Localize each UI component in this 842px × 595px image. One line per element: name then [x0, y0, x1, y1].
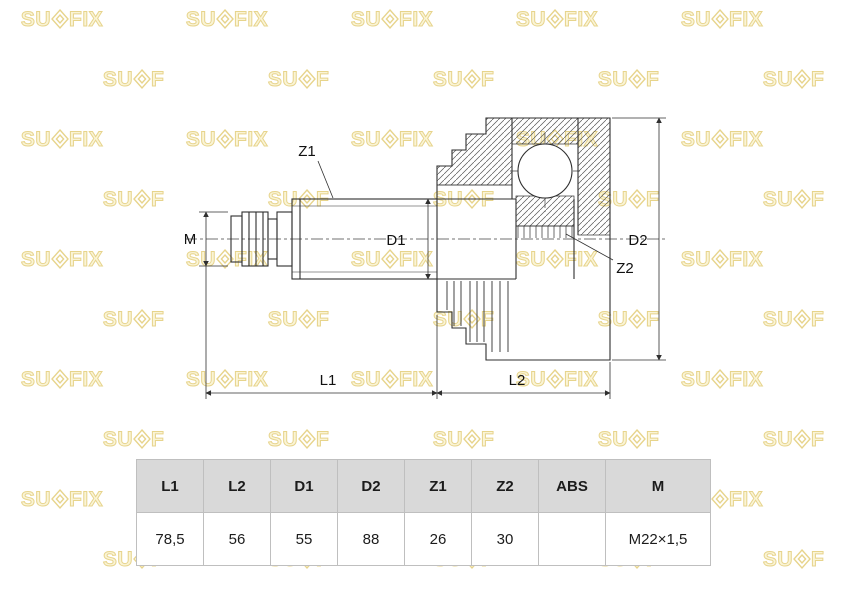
header-cell-abs: ABS	[538, 459, 606, 513]
header-cell-d1: D1	[270, 459, 338, 513]
value-cell-l2: 56	[203, 512, 271, 566]
label-z2: Z2	[616, 260, 634, 277]
header-row: L1 L2 D1 D2 Z1 Z2 ABS M	[136, 459, 711, 513]
value-cell-z2: 30	[471, 512, 539, 566]
spec-table: L1 L2 D1 D2 Z1 Z2 ABS M 78,5 56 55 88 26…	[136, 459, 711, 566]
callout-z1: Z1	[298, 143, 334, 199]
value-cell-d2: 88	[337, 512, 405, 566]
label-d2: D2	[628, 232, 647, 249]
value-cell-m: M22×1,5	[605, 512, 711, 566]
label-z1: Z1	[298, 143, 316, 160]
label-l1: L1	[320, 372, 337, 389]
dimension-d2: D2	[612, 117, 666, 361]
dimension-m: M	[184, 211, 228, 267]
drive-shaft	[291, 198, 438, 280]
label-d1: D1	[386, 232, 405, 249]
label-l2: L2	[509, 372, 526, 389]
boot-groove-ribs	[446, 281, 509, 352]
value-cell-d1: 55	[270, 512, 338, 566]
header-cell-m: M	[605, 459, 711, 513]
header-cell-l2: L2	[203, 459, 271, 513]
dimension-l2: L2	[436, 362, 611, 399]
header-cell-l1: L1	[136, 459, 204, 513]
bearing-ball	[517, 143, 573, 199]
value-cell-l1: 78,5	[136, 512, 204, 566]
header-cell-z1: Z1	[404, 459, 472, 513]
threaded-stub	[230, 211, 293, 267]
label-m: M	[184, 231, 197, 248]
header-cell-z2: Z2	[471, 459, 539, 513]
inner-spline-ticks	[516, 225, 574, 238]
technical-drawing: M D1 D2 Z1 Z2 L1	[184, 117, 668, 399]
header-cell-d2: D2	[337, 459, 405, 513]
callout-z2: Z2	[565, 233, 634, 277]
value-cell-z1: 26	[404, 512, 472, 566]
section-hatch-regions	[436, 117, 611, 236]
value-cell-abs	[538, 512, 606, 566]
value-row: 78,5 56 55 88 26 30 M22×1,5	[136, 512, 711, 566]
dimension-d1: D1	[386, 198, 431, 280]
dimension-l1: L1	[205, 266, 438, 399]
